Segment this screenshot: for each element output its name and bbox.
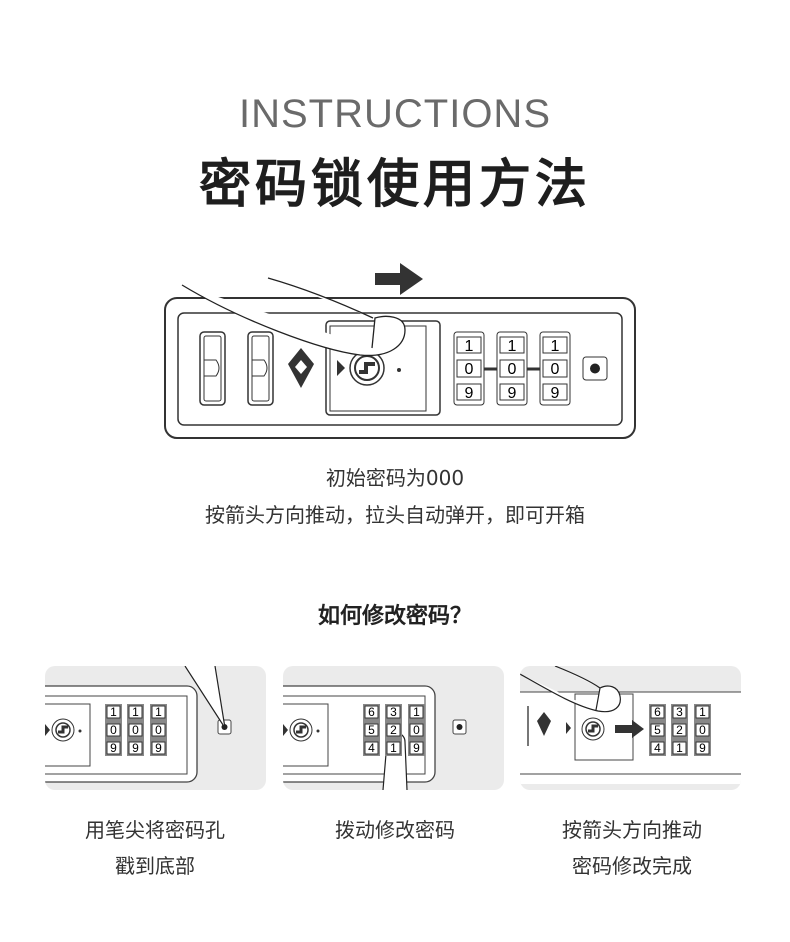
svg-text:1: 1 — [390, 741, 397, 755]
push-arrow-icon — [375, 263, 423, 295]
keyhole-icon — [581, 717, 605, 741]
finger-icon — [181, 277, 406, 357]
svg-text:9: 9 — [551, 385, 560, 402]
svg-text:1: 1 — [699, 705, 706, 719]
svg-text:4: 4 — [654, 741, 661, 755]
svg-text:1: 1 — [508, 338, 517, 355]
svg-text:0: 0 — [551, 361, 560, 378]
svg-text:2: 2 — [390, 723, 397, 737]
step-2-caption: 拨动修改密码 — [335, 818, 455, 842]
english-title: INSTRUCTIONS — [239, 92, 551, 136]
keyhole-icon — [51, 718, 75, 742]
main-caption-line2: 按箭头方向推动，拉头自动弹开，即可开箱 — [205, 503, 585, 527]
svg-text:9: 9 — [465, 385, 474, 402]
reset-button-icon — [582, 356, 608, 381]
svg-text:6: 6 — [654, 705, 661, 719]
svg-text:0: 0 — [465, 361, 474, 378]
keyhole-icon — [289, 718, 313, 742]
svg-text:9: 9 — [508, 385, 517, 402]
svg-text:1: 1 — [413, 705, 420, 719]
dial-2: 1 0 9 — [496, 331, 528, 406]
svg-text:6: 6 — [368, 705, 375, 719]
dials: 6 5 4 3 2 1 1 0 9 — [649, 704, 711, 756]
finger-icon — [520, 666, 621, 713]
pointer-arrow-icon — [337, 360, 345, 376]
svg-text:1: 1 — [155, 705, 162, 719]
svg-text:5: 5 — [654, 723, 661, 737]
step-3-caption: 按箭头方向推动密码修改完成 — [562, 818, 702, 878]
svg-text:2: 2 — [676, 723, 683, 737]
svg-text:4: 4 — [368, 741, 375, 755]
svg-text:0: 0 — [155, 723, 162, 737]
dials: 6 5 4 3 2 1 1 0 9 — [363, 704, 425, 756]
svg-text:1: 1 — [551, 338, 560, 355]
pen-tip-icon — [184, 666, 226, 729]
svg-text:1: 1 — [132, 705, 139, 719]
step-1-illustration: 1 0 9 1 0 9 1 0 9 — [45, 666, 266, 790]
push-arrow-icon — [615, 720, 644, 738]
svg-text:3: 3 — [676, 705, 683, 719]
svg-text:3: 3 — [390, 705, 397, 719]
keyhole-icon — [349, 350, 385, 386]
svg-text:0: 0 — [132, 723, 139, 737]
main-lock-illustration: 1 0 9 1 0 9 1 0 9 — [164, 263, 636, 439]
svg-text:0: 0 — [699, 723, 706, 737]
svg-text:0: 0 — [508, 361, 517, 378]
tsa-diamond-icon — [288, 348, 314, 388]
svg-text:9: 9 — [155, 741, 162, 755]
main-caption-line1: 初始密码为000 — [325, 466, 465, 490]
chinese-title: 密码锁使用方法 — [198, 155, 591, 215]
step-1-caption: 用笔尖将密码孔戳到底部 — [85, 818, 225, 878]
tsa-diamond-icon — [537, 712, 551, 736]
svg-text:9: 9 — [110, 741, 117, 755]
dial-1: 1 0 9 — [453, 331, 485, 406]
dial-3: 1 0 9 — [539, 331, 571, 406]
svg-text:5: 5 — [368, 723, 375, 737]
svg-text:9: 9 — [699, 741, 706, 755]
step-3-illustration: 6 5 4 3 2 1 1 0 9 — [520, 666, 741, 790]
step-2-illustration: 6 5 4 3 2 1 1 0 9 — [283, 666, 504, 790]
svg-text:9: 9 — [413, 741, 420, 755]
dials: 1 0 9 1 0 9 1 0 9 — [105, 704, 167, 756]
svg-text:0: 0 — [110, 723, 117, 737]
slider-icon — [199, 331, 226, 406]
svg-text:9: 9 — [132, 741, 139, 755]
svg-text:1: 1 — [465, 338, 474, 355]
svg-text:1: 1 — [110, 705, 117, 719]
slider-icon — [247, 331, 274, 406]
svg-text:1: 1 — [676, 741, 683, 755]
svg-text:0: 0 — [413, 723, 420, 737]
section-title: 如何修改密码？ — [317, 604, 472, 629]
